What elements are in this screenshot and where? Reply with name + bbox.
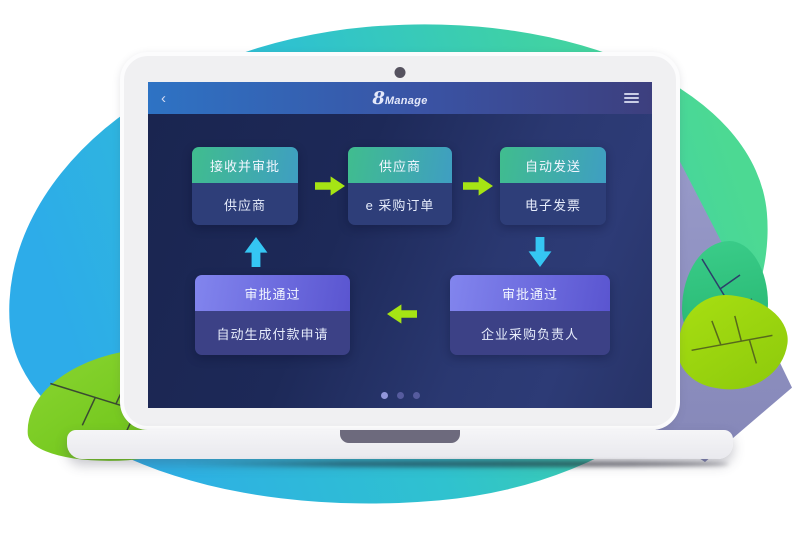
flow-box-body: 企业采购负责人 [450,311,610,355]
pagination-dot[interactable] [412,392,420,399]
flow-box-receive-approve: 接收并审批 供应商 [192,147,298,225]
flow-diagram-canvas: 接收并审批 供应商 供应商 e 采购订单 自动发送 电子发票 审批通过 企业采购… [148,114,652,408]
laptop-base-notch [340,430,460,443]
flow-box-body: 自动生成付款申请 [195,311,350,355]
flow-box-header: 审批通过 [195,275,350,311]
arrow-left-icon [387,304,417,324]
app-header-bar: ‹ 8 Manage [148,82,652,114]
laptop-screen-frame: ‹ 8 Manage 接收并审批 供应商 供应商 e 采购订单 [120,52,680,430]
flow-box-header: 接收并审批 [192,147,298,183]
flow-box-supplier-order: 供应商 e 采购订单 [348,147,452,225]
flow-box-approved-payment: 审批通过 自动生成付款申请 [195,275,350,355]
pagination-dots [148,392,652,399]
flow-box-header: 审批通过 [450,275,610,311]
arrow-right-icon [463,176,493,196]
pagination-dot[interactable] [396,392,404,399]
arrow-up-icon [244,237,268,267]
brand-logo-name: Manage [384,94,428,107]
flow-box-header: 自动发送 [500,147,606,183]
leaf-lime-right [672,288,794,398]
flow-box-auto-send: 自动发送 电子发票 [500,147,606,225]
flow-box-body: 供应商 [192,183,298,225]
brand-logo-8: 8 [372,87,385,109]
flow-box-body: 电子发票 [500,183,606,225]
back-chevron-icon[interactable]: ‹ [161,89,166,107]
webcam-dot [394,67,406,78]
app-display: ‹ 8 Manage 接收并审批 供应商 供应商 e 采购订单 [148,82,652,408]
arrow-right-icon [315,176,345,196]
laptop-base [67,430,733,459]
pagination-dot-active[interactable] [380,392,388,399]
flow-box-body: e 采购订单 [348,183,452,225]
brand-logo: 8 Manage [372,88,427,109]
flow-box-header: 供应商 [348,147,452,183]
hamburger-menu-icon[interactable] [624,93,639,105]
arrow-down-icon [528,237,552,267]
flow-box-approved-purchaser: 审批通过 企业采购负责人 [450,275,610,355]
